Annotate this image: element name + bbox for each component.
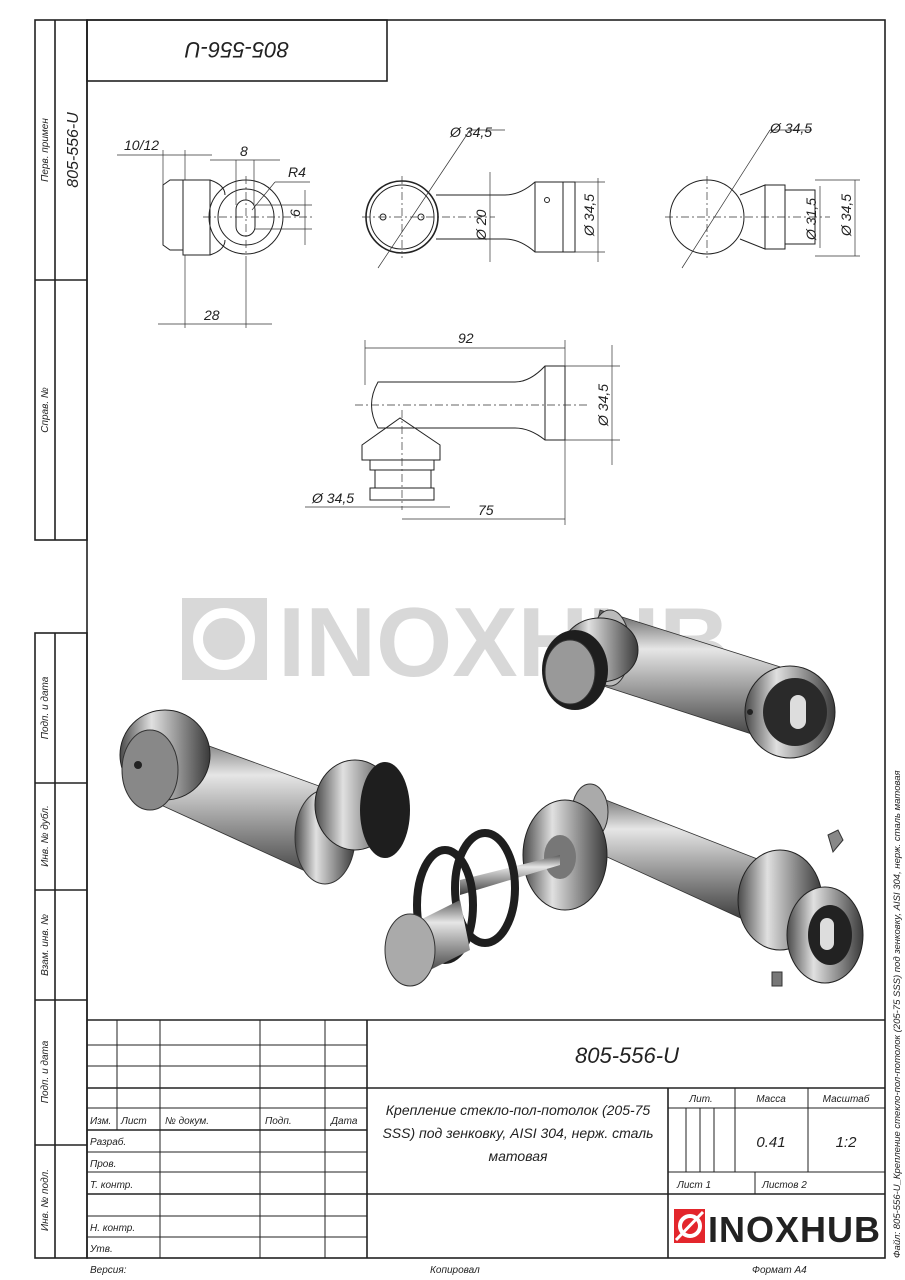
designation: 805-556-U — [575, 1043, 679, 1068]
svg-text:Версия:: Версия: — [90, 1265, 127, 1276]
description-line: Крепление стекло-пол-потолок (205-75 — [386, 1102, 651, 1118]
svg-text:Формат А4: Формат А4 — [752, 1265, 807, 1276]
podp-data-label: Подп. и дата — [40, 1040, 51, 1103]
sprav-label: Справ. № — [40, 387, 51, 433]
top-stamp: 805-556-U — [185, 37, 289, 62]
podp-data-label: Подп. и дата — [40, 676, 51, 739]
svg-text:Копировал: Копировал — [430, 1265, 480, 1276]
view-front-right: Ø 34,5 Ø 31,5 Ø 34,5 — [665, 120, 860, 269]
inv-podl-label: Инв. № подл. — [40, 1169, 51, 1231]
svg-text:Ø 34,5: Ø 34,5 — [769, 120, 812, 136]
svg-text:Лит.: Лит. — [688, 1094, 712, 1105]
svg-text:Лист 1: Лист 1 — [676, 1180, 711, 1191]
description-line: SSS) под зенковку, AISI 304, нерж. сталь — [382, 1125, 653, 1141]
svg-text:Листов 2: Листов 2 — [761, 1180, 807, 1191]
svg-text:Ø 34,5: Ø 34,5 — [595, 384, 611, 427]
title-block-text: 805-556-U Крепление стекло-пол-потолок (… — [89, 1043, 870, 1255]
svg-text:Ø 34,5: Ø 34,5 — [581, 194, 597, 237]
svg-text:75: 75 — [478, 502, 494, 518]
left-strip-labels: Перв. примен 805-556-U Справ. № Подп. и … — [39, 112, 82, 1231]
svg-text:Пров.: Пров. — [90, 1159, 116, 1170]
title-block — [87, 1019, 885, 1258]
svg-text:INOXHUB: INOXHUB — [708, 1209, 880, 1250]
svg-text:№ докум.: № докум. — [165, 1116, 209, 1127]
perv-primen-value: 805-556-U — [65, 112, 82, 188]
svg-text:Утв.: Утв. — [89, 1244, 113, 1255]
file-caption: Файл: 805-556-U_Крепление стекло-пол-пот… — [892, 770, 903, 1258]
svg-text:28: 28 — [203, 307, 220, 323]
svg-text:Н. контр.: Н. контр. — [90, 1223, 135, 1234]
render-assembled-upper — [542, 609, 836, 759]
svg-text:Разраб.: Разраб. — [90, 1136, 126, 1148]
svg-text:Т. контр.: Т. контр. — [90, 1180, 133, 1191]
vzam-inv-label: Взам. инв. № — [40, 914, 51, 976]
frame — [34, 19, 886, 1259]
svg-text:10/12: 10/12 — [124, 137, 159, 153]
svg-text:Ø 34,5: Ø 34,5 — [838, 194, 854, 237]
perv-primen-label: Перв. примен — [40, 118, 51, 182]
svg-text:Масса: Масса — [756, 1094, 786, 1105]
view-side: 92 Ø 34,5 Ø 34,5 75 — [305, 330, 620, 525]
svg-text:Ø 31,5: Ø 31,5 — [803, 198, 819, 241]
svg-text:R4: R4 — [288, 164, 306, 180]
svg-text:8: 8 — [240, 143, 248, 159]
svg-text:Ø 34,5: Ø 34,5 — [449, 124, 492, 140]
svg-text:Изм.: Изм. — [90, 1116, 111, 1127]
render-assembled-left — [119, 709, 410, 885]
svg-text:Лист: Лист — [120, 1116, 147, 1127]
watermark-logo-icon — [182, 598, 267, 680]
view-front-middle: Ø 34,5 Ø 20 Ø 34,5 — [362, 124, 605, 269]
render-exploded — [384, 783, 864, 987]
inoxhub-logo: INOXHUB — [674, 1209, 880, 1250]
svg-text:Ø 20: Ø 20 — [473, 209, 489, 241]
svg-text:Дата: Дата — [330, 1116, 358, 1127]
svg-text:Масштаб: Масштаб — [823, 1093, 870, 1105]
left-strip — [34, 19, 88, 1259]
svg-text:6: 6 — [287, 209, 303, 217]
footer: Версия: Копировал Формат А4 — [90, 1265, 807, 1276]
svg-text:Ø 34,5: Ø 34,5 — [311, 490, 354, 506]
mass-value: 0.41 — [756, 1134, 785, 1151]
svg-text:92: 92 — [458, 330, 474, 346]
scale-value: 1:2 — [836, 1134, 858, 1151]
svg-text:Подп.: Подп. — [265, 1116, 292, 1127]
view-front-left: 10/12 8 R4 6 28 — [117, 137, 312, 328]
description-line: матовая — [489, 1148, 548, 1164]
inv-dubl-label: Инв. № дубл. — [39, 805, 51, 867]
